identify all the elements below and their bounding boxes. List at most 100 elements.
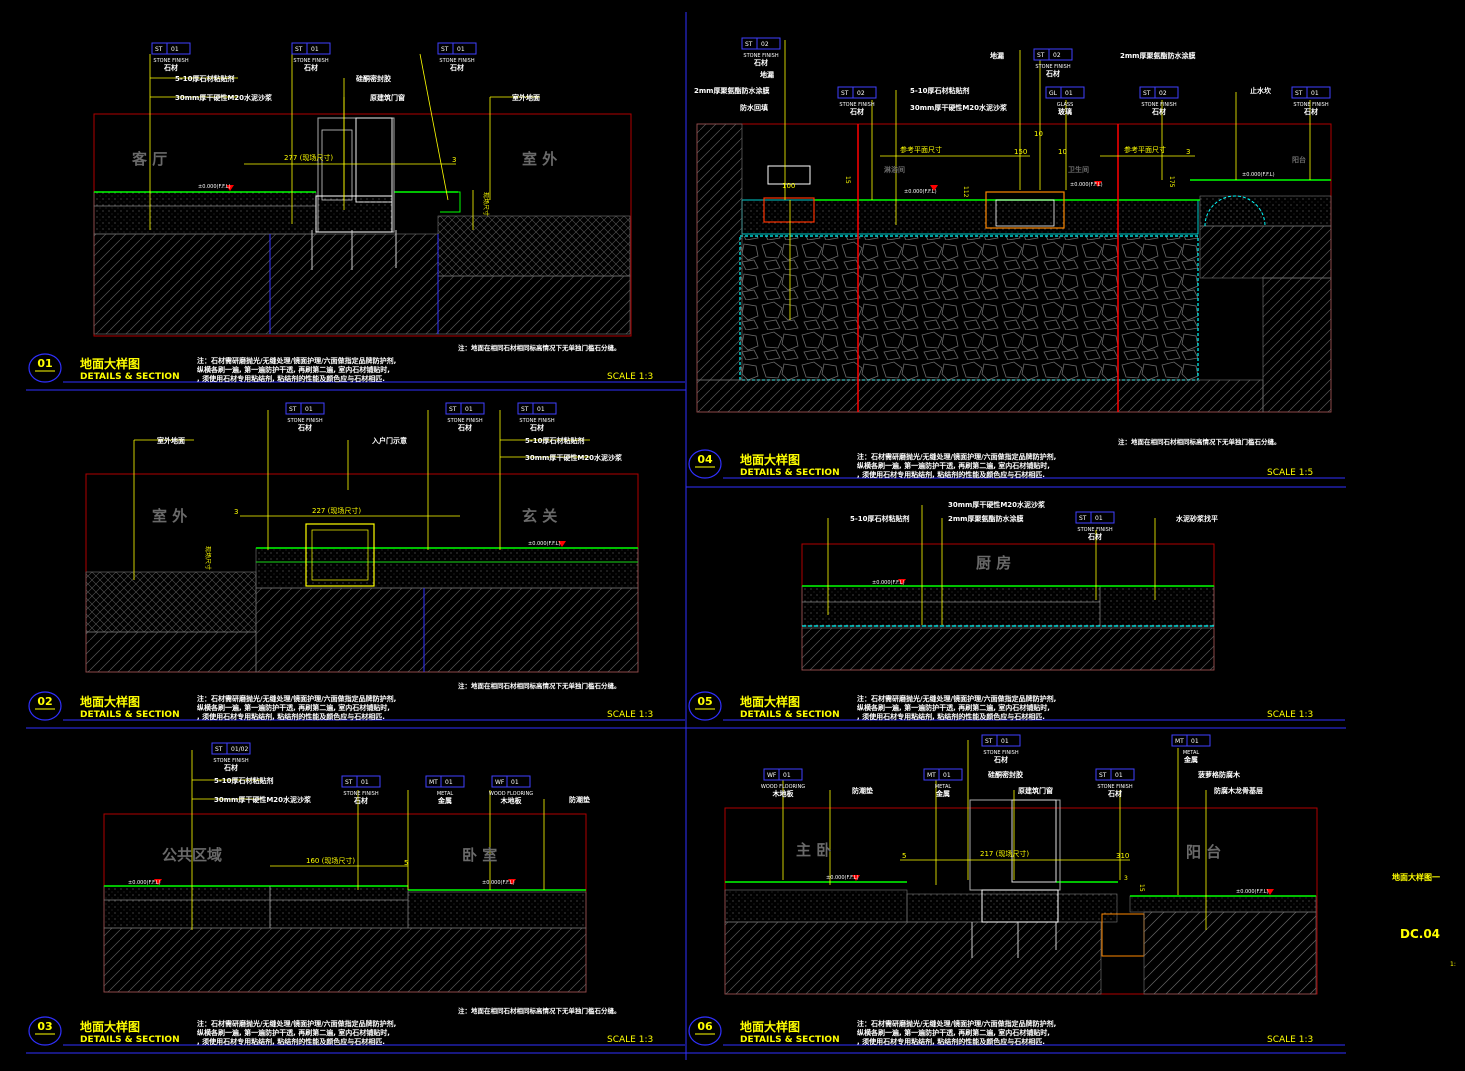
tag-number: 01: [1311, 90, 1319, 97]
tag-number: 01: [465, 406, 473, 413]
tag-chinese: 石材: [529, 423, 544, 432]
room-label: 厨 房: [976, 554, 1011, 572]
drawing-text: 30mm厚干硬性M20水泥沙浆: [910, 103, 1008, 112]
tag-code: ST: [289, 406, 297, 413]
tag-chinese: 石材: [753, 58, 768, 67]
tag-chinese: 金属: [437, 796, 452, 805]
tag-chinese: 石材: [1045, 69, 1060, 78]
drawing-text: 防腐木龙骨基层: [1214, 786, 1263, 795]
tag-english: STONE FINISH: [287, 418, 322, 424]
tag-number: 01: [511, 779, 519, 786]
title-block-06: [688, 1016, 1345, 1046]
tag-number: 01: [171, 46, 179, 53]
detail-note: 注：石材需研磨抛光/无缝处理/镜面护理/六面做指定品牌防护剂,: [857, 452, 1056, 461]
detail-title: 地面大样图: [80, 694, 140, 709]
detail-subtitle: DETAILS & SECTION: [80, 1035, 180, 1045]
material-tag-06e: [1171, 734, 1211, 747]
drawing-text: 地漏: [990, 51, 1004, 60]
tag-code: MT: [429, 779, 438, 786]
tag-english: STONE FINISH: [439, 58, 474, 64]
detail-note: 纵横各刷一遍, 第一遍防护干透, 再刷第二遍, 室内石材铺贴时,: [857, 703, 1050, 712]
tag-chinese: 石材: [1107, 789, 1122, 798]
detail-title: 地面大样图: [80, 356, 140, 371]
tag-code: MT: [927, 772, 936, 779]
room-label: 卫生间: [1068, 165, 1089, 174]
footnote: 注：地面在相同石材相同标高情况下无单独门槛石分缝。: [458, 343, 621, 352]
tag-code: ST: [985, 738, 993, 745]
title-block-02: [28, 691, 685, 721]
detail-title: 地面大样图: [80, 1019, 140, 1034]
drawing-text: 防水回填: [740, 103, 768, 112]
level-mark: ±0.000(F.F.L): [872, 580, 905, 586]
sheet-number: DC.04: [1400, 927, 1440, 941]
tag-chinese: 石材: [353, 796, 368, 805]
drawing-text: 2mm厚聚氨酯防水涂膜: [694, 86, 769, 95]
tag-code: MT: [1175, 738, 1184, 745]
dimension: 112: [962, 186, 969, 198]
footnote: 注：地面在相同石材相同标高情况下无单独门槛石分缝。: [458, 1006, 621, 1015]
tag-chinese: 玻璃: [1058, 107, 1072, 116]
detail-subtitle: DETAILS & SECTION: [740, 1035, 840, 1045]
detail-subtitle: DETAILS & SECTION: [740, 710, 840, 720]
tag-english: STONE FINISH: [293, 58, 328, 64]
dimension: 150: [1014, 148, 1027, 156]
material-tag-03d: [491, 775, 531, 788]
detail-note: 纵横各刷一遍, 第一遍防护干透, 再刷第二遍, 室内石材铺贴时,: [857, 1028, 1050, 1037]
tag-english: STONE FINISH: [1293, 102, 1328, 108]
detail-subtitle: DETAILS & SECTION: [740, 468, 840, 478]
detail-note: , 须使用石材专用粘结剂, 粘结剂的性能及颜色应与石材相匹.: [857, 1037, 1045, 1046]
material-tag-03b: [341, 775, 381, 788]
detail-scale: SCALE 1:3: [1267, 1035, 1313, 1045]
detail-03: [103, 750, 587, 993]
room-label: 玄 关: [522, 507, 557, 525]
material-tag-02a: [285, 402, 325, 415]
tag-chinese: 石材: [457, 423, 472, 432]
level-mark: ±0.000(F.F.L): [1236, 889, 1269, 895]
tag-code: ST: [449, 406, 457, 413]
material-tag-01a: [151, 42, 191, 55]
detail-scale: SCALE 1:3: [607, 1035, 653, 1045]
tag-number: 02: [1053, 52, 1061, 59]
detail-05: [801, 505, 1215, 671]
tag-code: ST: [441, 46, 449, 53]
footnote: 注：地面在相同石材相同标高情况下无单独门槛石分缝。: [458, 681, 621, 690]
room-label: 卧 室: [462, 846, 497, 864]
drawing-text: 30mm厚干硬性M20水泥沙浆: [948, 500, 1046, 509]
tag-chinese: 石材: [1151, 107, 1166, 116]
tag-english: STONE FINISH: [153, 58, 188, 64]
tag-chinese: 石材: [1303, 107, 1318, 116]
tag-code: ST: [1099, 772, 1107, 779]
dimension: 10: [1058, 148, 1067, 156]
tag-code: WF: [767, 772, 777, 779]
room-label: 室 外: [152, 507, 187, 525]
tag-code: ST: [155, 46, 163, 53]
dimension: 5: [404, 859, 408, 867]
detail-note: 纵横各刷一遍, 第一遍防护干透, 再刷第二遍, 室内石材铺贴时,: [197, 703, 390, 712]
tag-english: STONE FINISH: [983, 750, 1018, 756]
dimension: 160 (现场尺寸): [306, 856, 355, 865]
tag-number: 01: [943, 772, 951, 779]
level-mark: ±0.000(F.F.L): [128, 880, 161, 886]
tag-number: 01: [1065, 90, 1073, 97]
detail-title: 地面大样图: [740, 452, 800, 467]
tag-chinese: 木地板: [500, 796, 523, 805]
detail-note: 注：石材需研磨抛光/无缝处理/镜面护理/六面做指定品牌防护剂,: [857, 1019, 1056, 1028]
detail-scale: SCALE 1:3: [607, 710, 653, 720]
tag-chinese: 金属: [1183, 755, 1198, 764]
tag-number: 01: [537, 406, 545, 413]
detail-note: 注：石材需研磨抛光/无缝处理/镜面护理/六面做指定品牌防护剂,: [197, 356, 396, 365]
drawing-text: 地漏: [760, 70, 774, 79]
drawing-text: 5-10厚石材粘贴剂: [850, 514, 910, 523]
detail-number: 04: [697, 453, 713, 466]
tag-number: 01/02: [231, 746, 248, 753]
material-tag-06d: [1095, 768, 1135, 781]
drawing-text: 防潮垫: [569, 795, 590, 804]
material-tag-06a: [763, 768, 803, 781]
level-mark: ±0.000(F.F.L): [1242, 172, 1275, 178]
dimension: 15: [1138, 884, 1145, 892]
tag-number: 01: [361, 779, 369, 786]
room-label: 室 外: [522, 150, 557, 168]
detail-note: 注：石材需研磨抛光/无缝处理/镜面护理/六面做指定品牌防护剂,: [857, 694, 1056, 703]
tag-english: STONE FINISH: [343, 791, 378, 797]
